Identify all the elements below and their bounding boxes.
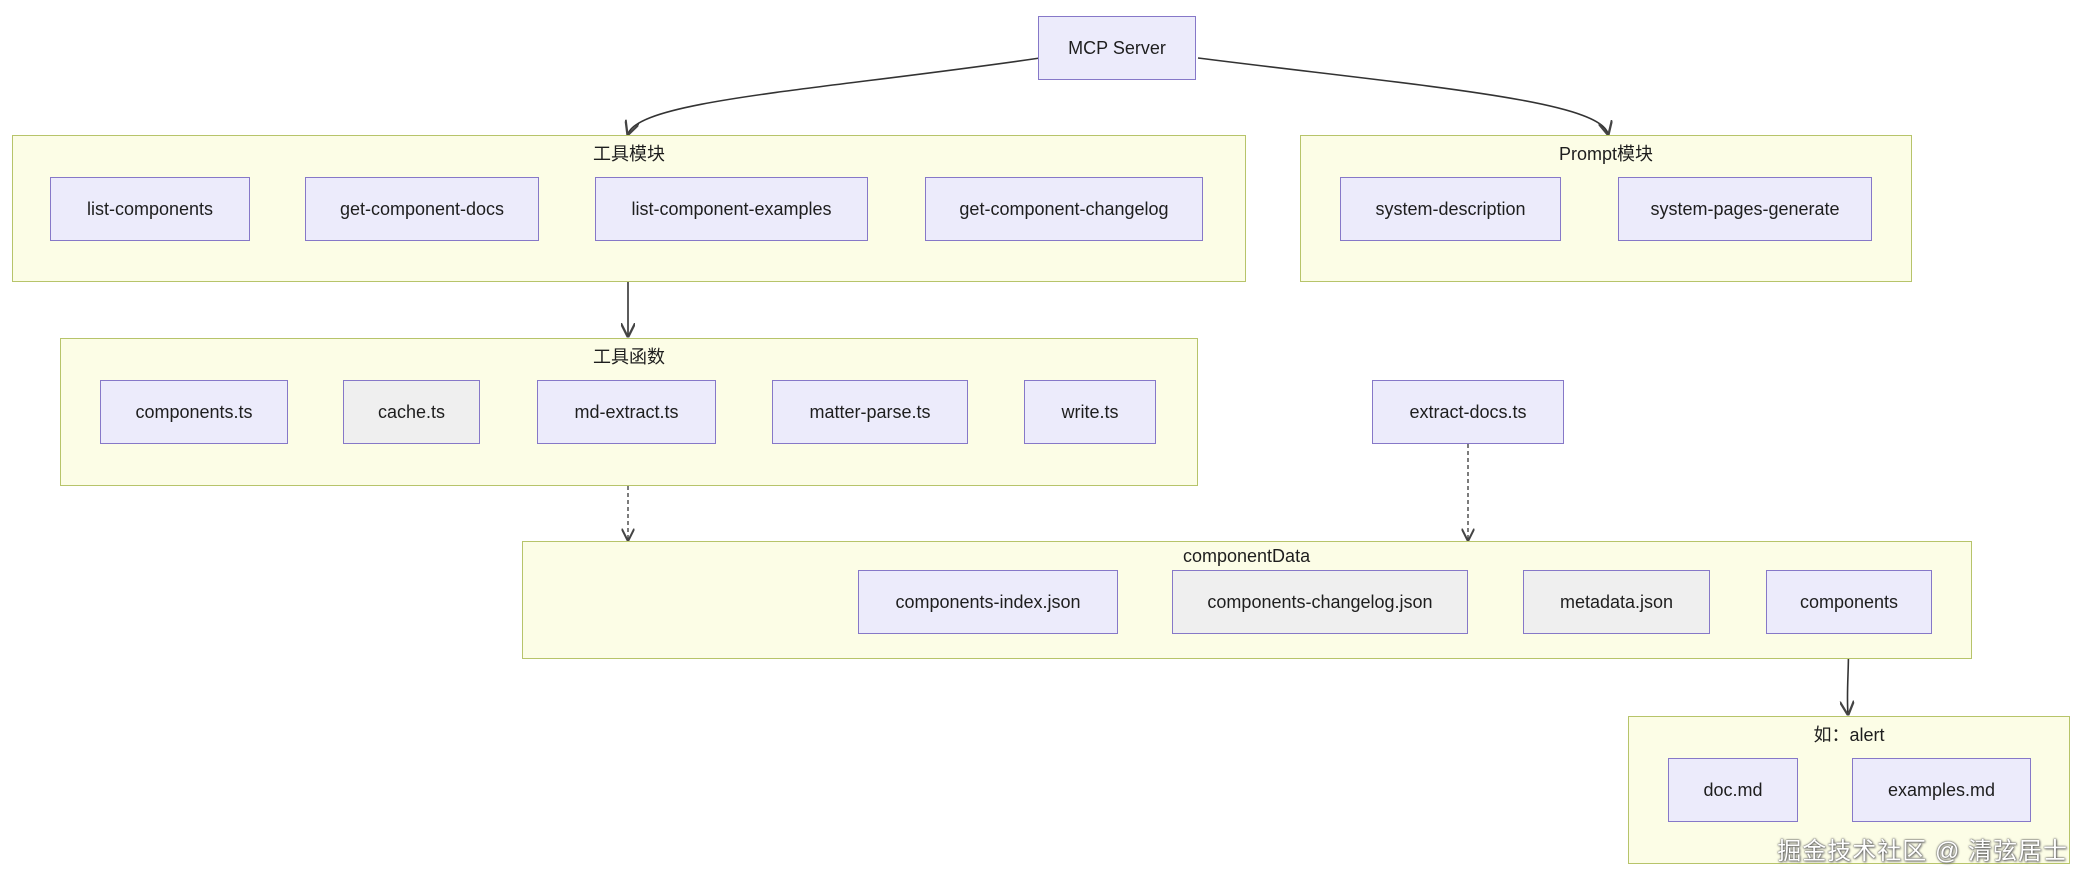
node-examples-md: examples.md — [1852, 758, 2031, 822]
node-label: write.ts — [1061, 401, 1119, 422]
edge-mcp-to-prompt — [1197, 57, 1608, 134]
node-label: metadata.json — [1559, 591, 1674, 612]
node-label: system-pages-generate — [1650, 198, 1840, 219]
node-components-changelog-json: components-changelog.json — [1172, 570, 1468, 634]
node-components-index-json: components-index.json — [858, 570, 1118, 634]
mcp-server-node: MCP Server — [1038, 16, 1196, 80]
node-system-pages-generate: system-pages-generate — [1618, 177, 1872, 241]
watermark: 掘金技术社区 @ 清弦居士 — [1777, 838, 2068, 865]
node-get-component-docs: get-component-docs — [305, 177, 539, 241]
node-doc-md: doc.md — [1668, 758, 1798, 822]
node-label: cache.ts — [377, 401, 446, 422]
mcp-server-label: MCP Server — [1068, 37, 1166, 58]
node-label: doc.md — [1703, 779, 1763, 800]
node-system-description: system-description — [1340, 177, 1561, 241]
node-extract-docs-ts: extract-docs.ts — [1372, 380, 1564, 444]
group-example-title: 如：alert — [1813, 725, 1885, 745]
group-prompt-title: Prompt模块 — [1558, 144, 1654, 164]
node-label: extract-docs.ts — [1409, 401, 1527, 422]
edge-mcp-to-tools — [628, 57, 1041, 134]
node-label: components-index.json — [895, 591, 1081, 612]
node-label: list-component-examples — [631, 198, 832, 219]
node-label: md-extract.ts — [574, 401, 679, 422]
group-tools-title: 工具模块 — [593, 144, 665, 164]
node-label: components.ts — [135, 401, 253, 422]
group-utils-title: 工具函数 — [593, 347, 665, 367]
node-metadata-json: metadata.json — [1523, 570, 1710, 634]
node-list-component-examples: list-component-examples — [595, 177, 868, 241]
group-component-data-title: componentData — [1183, 546, 1311, 566]
node-matter-parse-ts: matter-parse.ts — [772, 380, 968, 444]
node-components: components — [1766, 570, 1932, 634]
node-label: components — [1799, 591, 1899, 612]
node-label: get-component-changelog — [959, 198, 1169, 219]
node-write-ts: write.ts — [1024, 380, 1156, 444]
node-cache-ts: cache.ts — [343, 380, 480, 444]
node-label: examples.md — [1887, 779, 1996, 800]
node-label: system-description — [1375, 198, 1526, 219]
node-label: components-changelog.json — [1207, 591, 1433, 612]
node-label: list-components — [86, 198, 214, 219]
node-list-components: list-components — [50, 177, 250, 241]
node-get-component-changelog: get-component-changelog — [925, 177, 1203, 241]
node-label: matter-parse.ts — [809, 401, 931, 422]
node-md-extract-ts: md-extract.ts — [537, 380, 716, 444]
node-label: get-component-docs — [339, 198, 505, 219]
node-components-ts: components.ts — [100, 380, 288, 444]
